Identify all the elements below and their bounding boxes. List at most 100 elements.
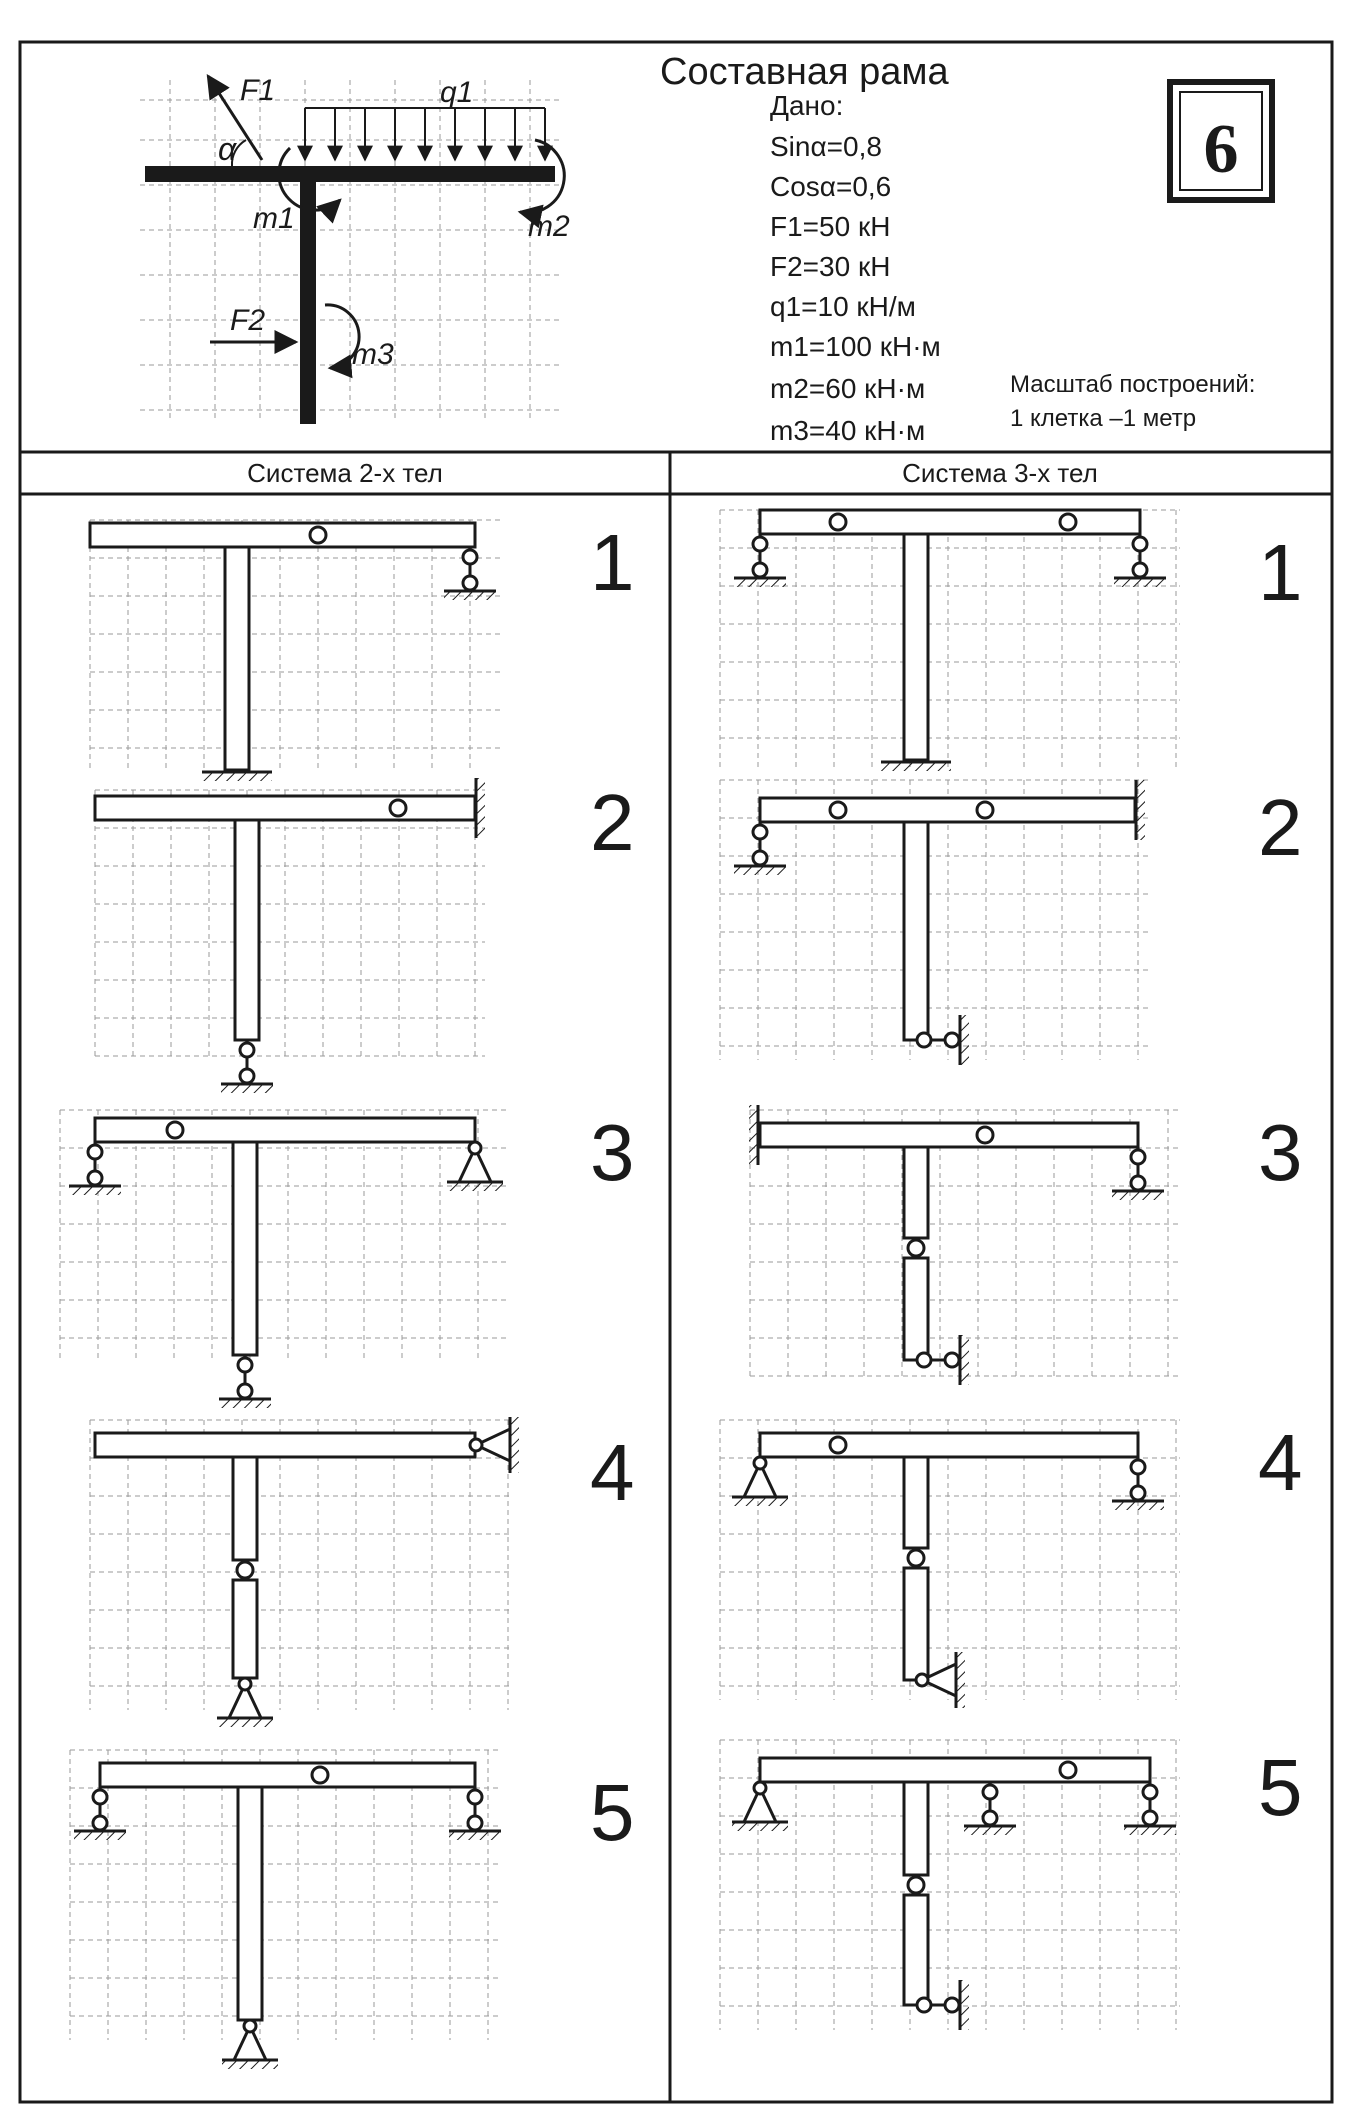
support-hinge — [1141, 1809, 1159, 1827]
variant-numbers-right: 1 2 3 4 5 — [1258, 528, 1303, 1832]
given-item: m3=40 кН·м — [770, 415, 925, 446]
frame-bar — [758, 508, 1142, 536]
ground-hatch — [734, 578, 786, 587]
scheme-right-1 — [719, 508, 1180, 771]
support-hinge — [466, 1814, 484, 1832]
frame-bar — [231, 1455, 259, 1562]
support-hinge — [915, 1996, 933, 2014]
ground-hatch — [222, 2060, 278, 2069]
hinge — [975, 800, 995, 820]
support-hinge — [915, 1351, 933, 1369]
scheme-left-1 — [88, 519, 500, 781]
given-list: Дано: Sinα=0,8 Cosα=0,6 F1=50 кН F2=30 к… — [770, 90, 941, 446]
support-hinge — [91, 1814, 109, 1832]
hinge — [975, 1125, 995, 1145]
hinge — [906, 1548, 926, 1568]
support-hinge — [943, 1031, 961, 1049]
variant-number: 4 — [1258, 1418, 1303, 1507]
support-hinge — [981, 1783, 999, 1801]
scheme-grid — [89, 1419, 510, 1710]
ground-hatch — [444, 591, 496, 600]
frame-bar — [231, 1140, 259, 1357]
ground-hatch — [69, 1186, 121, 1195]
support-hinge — [751, 535, 769, 553]
frame-bar — [88, 521, 477, 549]
wall-hatch — [956, 1652, 965, 1708]
scheme-grid — [69, 1749, 500, 2040]
hinge — [235, 1560, 255, 1580]
hinge — [308, 525, 328, 545]
scheme-grid — [59, 1109, 510, 1360]
alpha-arc — [230, 139, 247, 167]
hinge — [1058, 512, 1078, 532]
frame-bar — [902, 1455, 930, 1550]
support-hinge — [1129, 1458, 1147, 1476]
frame-bar — [236, 1785, 264, 2022]
support-hinge — [751, 561, 769, 579]
support-hinge — [943, 1996, 961, 2014]
frame-bar — [93, 1431, 477, 1459]
ground-hatch — [732, 1822, 788, 1831]
label-m2: m2 — [528, 210, 570, 243]
label-f2: F2 — [230, 304, 265, 337]
sheet-frame — [18, 40, 1334, 2104]
support-hinge — [1131, 561, 1149, 579]
frame-schemes — [59, 508, 1180, 2069]
card-number-box — [1167, 79, 1275, 203]
frame-bar — [93, 794, 477, 822]
ground-hatch — [449, 1831, 501, 1840]
hinge — [828, 1435, 848, 1455]
scheme-right-4 — [719, 1419, 1180, 1708]
scheme-right-2 — [719, 779, 1150, 1065]
ground-hatch — [1124, 1826, 1176, 1835]
scheme-grid — [719, 509, 1180, 770]
support-hinge — [242, 2018, 258, 2034]
moment-m1-arc — [277, 146, 342, 224]
variant-number: 4 — [590, 1428, 635, 1517]
given-beam — [145, 166, 555, 182]
distributed-load — [297, 107, 553, 162]
ground-hatch — [881, 762, 951, 771]
wall-hatch — [510, 1417, 519, 1473]
frame-bar — [758, 1756, 1152, 1784]
variant-number: 2 — [1258, 783, 1303, 872]
scheme-grid — [94, 789, 485, 1060]
scheme-left-2 — [93, 778, 485, 1093]
support-hinge — [751, 849, 769, 867]
scale-line-1: Масштаб построений: — [1010, 371, 1255, 398]
hinge — [828, 512, 848, 532]
ground-hatch — [1112, 1501, 1164, 1510]
label-f1: F1 — [240, 74, 275, 107]
hinge — [388, 798, 408, 818]
given-item: m1=100 кН·м — [770, 331, 941, 362]
label-alpha: α — [218, 131, 237, 167]
support-hinge — [752, 1780, 768, 1796]
frame-bar — [93, 1116, 477, 1144]
support-hinge — [914, 1672, 930, 1688]
card-number: 6 — [1204, 111, 1239, 188]
support-hinge — [468, 1437, 484, 1453]
support-hinge — [1129, 1484, 1147, 1502]
ground-hatch — [217, 1718, 273, 1727]
support-hinge — [86, 1143, 104, 1161]
label-m3: m3 — [352, 338, 394, 371]
scheme-left-4 — [89, 1417, 519, 1727]
scheme-grid — [719, 1419, 1180, 1700]
ground-hatch — [202, 772, 272, 781]
given-grid — [140, 80, 560, 420]
support-hinge — [466, 1788, 484, 1806]
variant-number: 1 — [1258, 528, 1303, 617]
ground-hatch — [1114, 578, 1166, 587]
ground-hatch — [219, 1399, 271, 1408]
support-hinge — [1131, 535, 1149, 553]
wall-hatch — [476, 778, 485, 838]
wall-hatch — [960, 1015, 969, 1065]
variant-number: 3 — [590, 1108, 635, 1197]
support-hinge — [461, 548, 479, 566]
moment-m2-arc — [517, 138, 566, 229]
frame-bar — [758, 1431, 1140, 1459]
wall-hatch — [960, 1980, 969, 2030]
support-hinge — [461, 574, 479, 592]
frame-bar — [902, 532, 930, 762]
